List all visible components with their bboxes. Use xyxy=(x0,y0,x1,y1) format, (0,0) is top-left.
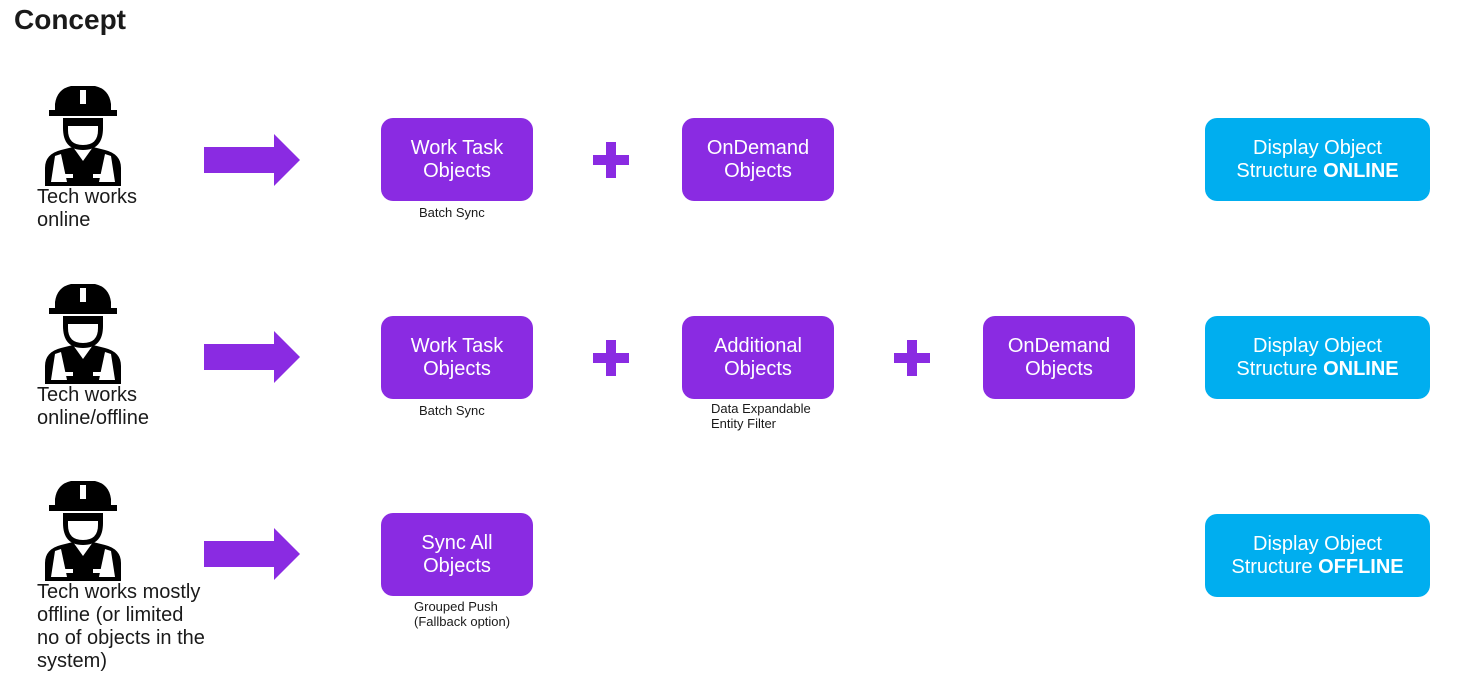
grouped-push-note: Grouped Push (Fallback option) xyxy=(414,599,510,629)
note-line: (Fallback option) xyxy=(414,614,511,629)
box-line: Objects xyxy=(1025,357,1093,380)
tech-label-line: online xyxy=(37,209,91,231)
box-line: OnDemand xyxy=(706,136,810,159)
box-line: Display Object xyxy=(1253,136,1382,159)
box-line: Work Task xyxy=(410,334,504,357)
box-line: Structure OFFLINE xyxy=(1231,556,1403,579)
box-line: OnDemand xyxy=(1007,334,1111,357)
tech-label-line: offline (or limited xyxy=(37,604,184,626)
note-line: Batch Sync xyxy=(419,205,485,220)
tech-label: Tech works mostly offline (or limited no… xyxy=(37,581,212,673)
box-line-prefix: Structure xyxy=(1236,159,1324,182)
tech-label-line: system) xyxy=(37,650,107,672)
box-line: Display Object xyxy=(1253,334,1382,357)
box-line-prefix: Structure xyxy=(1236,357,1324,380)
box-line-bold: ONLINE xyxy=(1323,159,1399,182)
construction-worker-icon xyxy=(41,477,125,581)
box-line-prefix: Structure xyxy=(1231,555,1319,578)
right-arrow-icon xyxy=(204,134,300,186)
additional-objects-box: Additional Objects xyxy=(682,316,834,399)
box-line-bold: ONLINE xyxy=(1323,357,1399,380)
tech-label-line: Tech works xyxy=(37,384,138,406)
construction-worker-icon xyxy=(41,280,125,384)
box-line: Additional xyxy=(714,334,802,357)
right-arrow-icon xyxy=(204,528,300,580)
construction-worker-icon xyxy=(41,82,125,186)
ondemand-objects-box: OnDemand Objects xyxy=(682,118,834,201)
note-line: Entity Filter xyxy=(711,416,777,431)
batch-sync-note: Batch Sync xyxy=(419,205,485,220)
display-structure-online-box: Display Object Structure ONLINE xyxy=(1205,118,1430,201)
box-line-bold: OFFLINE xyxy=(1318,555,1404,578)
note-line: Data Expandable xyxy=(711,401,811,416)
plus-icon xyxy=(593,340,629,376)
display-structure-offline-box: Display Object Structure OFFLINE xyxy=(1205,514,1430,597)
tech-label-line: no of objects in the xyxy=(37,627,205,649)
box-line: Objects xyxy=(724,159,792,182)
plus-icon xyxy=(894,340,930,376)
plus-icon xyxy=(593,142,629,178)
box-line: Objects xyxy=(724,357,792,380)
ondemand-objects-box: OnDemand Objects xyxy=(983,316,1135,399)
note-line: Grouped Push xyxy=(414,599,498,614)
sync-all-objects-box: Sync All Objects xyxy=(381,513,533,596)
tech-label-line: Tech works xyxy=(37,186,138,208)
box-line: Objects xyxy=(423,357,491,380)
box-line: Objects xyxy=(423,554,491,577)
data-expandable-note: Data Expandable Entity Filter xyxy=(711,401,811,431)
tech-label: Tech works online xyxy=(37,186,212,232)
tech-label-line: Tech works mostly xyxy=(37,581,201,603)
box-line: Display Object xyxy=(1253,532,1382,555)
box-line: Structure ONLINE xyxy=(1236,358,1398,381)
note-line: Batch Sync xyxy=(419,403,485,418)
display-structure-online-box: Display Object Structure ONLINE xyxy=(1205,316,1430,399)
box-line: Objects xyxy=(423,159,491,182)
box-line: Work Task xyxy=(410,136,504,159)
work-task-objects-box: Work Task Objects xyxy=(381,118,533,201)
tech-label: Tech works online/offline xyxy=(37,384,212,430)
work-task-objects-box: Work Task Objects xyxy=(381,316,533,399)
box-line: Sync All xyxy=(421,531,493,554)
right-arrow-icon xyxy=(204,331,300,383)
batch-sync-note: Batch Sync xyxy=(419,403,485,418)
tech-label-line: online/offline xyxy=(37,407,149,429)
box-line: Structure ONLINE xyxy=(1236,160,1398,183)
page-title: Concept xyxy=(14,4,126,35)
